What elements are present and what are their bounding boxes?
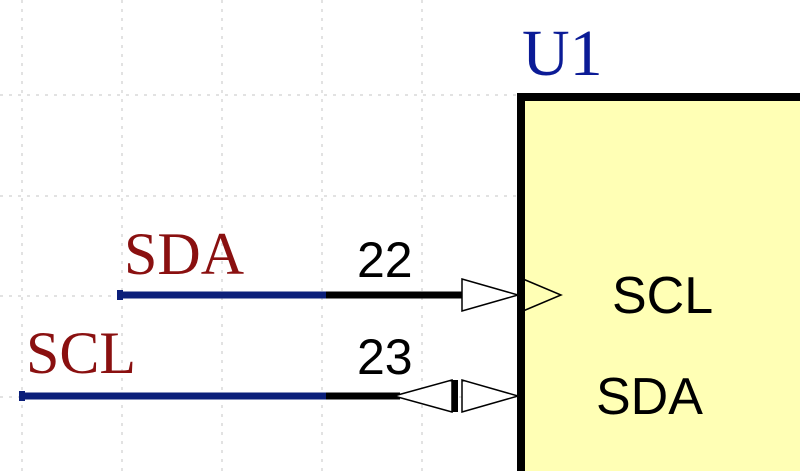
net-wire-sda[interactable] <box>117 290 326 300</box>
net-wire-scl[interactable] <box>19 391 326 401</box>
pin-22-number: 22 <box>357 232 413 288</box>
pin-23-name: SDA <box>596 368 703 426</box>
pin-22-clock-symbol <box>522 278 563 312</box>
pin-22-input-arrow <box>461 278 521 312</box>
component-designator: U1 <box>522 17 603 90</box>
pin-22-name: SCL <box>612 267 713 325</box>
net-label-scl: SCL <box>26 320 136 386</box>
pin-23-input-arrow <box>461 379 521 413</box>
pin-23[interactable] <box>326 379 521 413</box>
pin-23-number: 23 <box>357 329 413 385</box>
net-label-sda: SDA <box>124 221 244 287</box>
component-body[interactable] <box>517 93 800 471</box>
pin-22[interactable] <box>326 278 563 312</box>
